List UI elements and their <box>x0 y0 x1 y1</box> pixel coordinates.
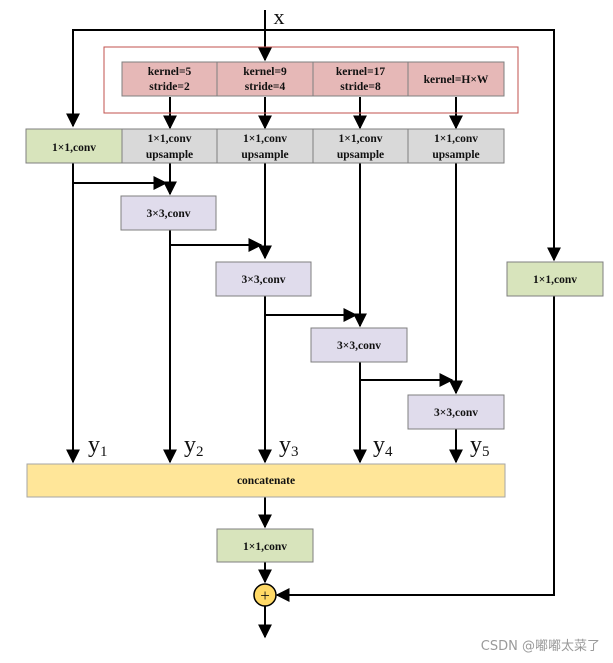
pooling-kernel-1: kernel=5 <box>148 66 192 78</box>
final-conv-label: 1×1,conv <box>243 541 287 553</box>
final-conv-box: 1×1,conv <box>216 528 314 563</box>
concatenate-box: concatenate <box>26 463 506 498</box>
output-label-y3: y3 <box>279 432 299 460</box>
pooling-box-1: kernel=5 stride=2 <box>121 61 218 97</box>
conv3x3-label-2: 3×3,conv <box>242 274 286 286</box>
upsample-box-4: 1×1,conv upsample <box>407 128 505 164</box>
pooling-box-3: kernel=17 stride=8 <box>312 61 409 97</box>
upsample-box-3: 1×1,conv upsample <box>312 128 409 164</box>
pooling-branch-frame <box>103 46 519 114</box>
first-conv-label: 1×1,conv <box>52 142 96 154</box>
upsample-label-3: upsample <box>337 149 384 161</box>
pooling-stride-2: stride=4 <box>245 81 286 93</box>
side-conv-label: 1×1,conv <box>533 274 577 286</box>
connector-lines <box>66 10 561 639</box>
conv3x3-label-3: 3×3,conv <box>337 340 381 352</box>
concatenate-label: concatenate <box>237 475 295 487</box>
pooling-kernel-3: kernel=17 <box>336 66 386 78</box>
pooling-kernel-2: kernel=9 <box>243 66 287 78</box>
input-x-label: x <box>274 4 285 29</box>
conv3x3-box-2: 3×3,conv <box>215 261 312 297</box>
pooling-stride-1: stride=2 <box>149 81 190 93</box>
upsample-conv-label-1: 1×1,conv <box>148 133 192 145</box>
upsample-conv-label-3: 1×1,conv <box>339 133 383 145</box>
upsample-conv-label-2: 1×1,conv <box>243 133 287 145</box>
upsample-label-4: upsample <box>432 149 479 161</box>
conv3x3-box-3: 3×3,conv <box>310 327 408 363</box>
add-symbol: + <box>260 586 270 605</box>
arrow-x-to-first-conv <box>66 29 265 128</box>
upsample-box-2: 1×1,conv upsample <box>216 128 314 164</box>
output-label-y1: y1 <box>88 432 108 460</box>
add-node: + <box>253 583 277 607</box>
output-label-y5: y5 <box>470 432 490 460</box>
pooling-box-2: kernel=9 stride=4 <box>216 61 314 97</box>
arrow-x-to-side-conv <box>265 29 561 262</box>
pooling-stride-3: stride=8 <box>340 81 381 93</box>
output-label-y2: y2 <box>184 432 204 460</box>
first-conv-box: 1×1,conv <box>25 128 123 164</box>
conv3x3-label-1: 3×3,conv <box>147 208 191 220</box>
upsample-conv-label-4: 1×1,conv <box>434 133 478 145</box>
upsample-label-1: upsample <box>146 149 193 161</box>
side-conv-box: 1×1,conv <box>506 261 604 297</box>
conv3x3-label-4: 3×3,conv <box>434 407 478 419</box>
upsample-box-1: 1×1,conv upsample <box>121 128 218 164</box>
pooling-box-4: kernel=H×W <box>407 61 505 97</box>
arrow-side-conv-to-add <box>275 296 555 602</box>
output-label-y4: y4 <box>373 432 393 460</box>
watermark: CSDN @嘟嘟太菜了 <box>481 639 600 654</box>
upsample-label-2: upsample <box>241 149 288 161</box>
pooling-kernel-4: kernel=H×W <box>424 74 489 86</box>
conv3x3-box-1: 3×3,conv <box>120 195 217 231</box>
conv3x3-box-4: 3×3,conv <box>407 394 505 430</box>
